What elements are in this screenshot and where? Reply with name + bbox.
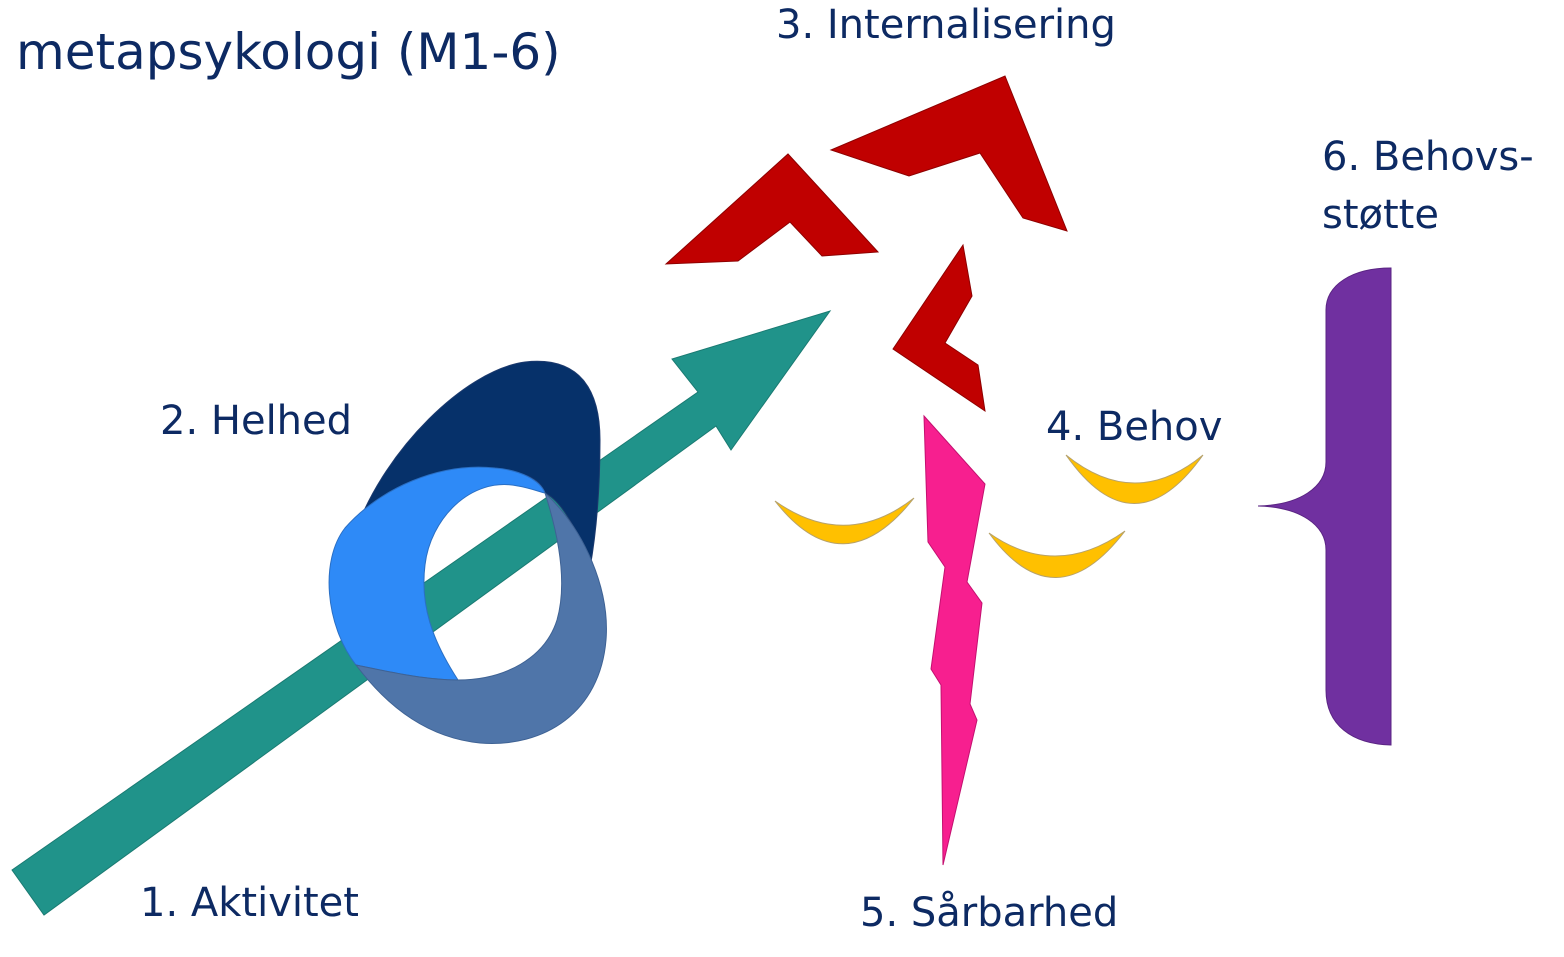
support-brace	[1257, 267, 1392, 746]
ring-mid-segment	[354, 491, 607, 744]
label-behovsstotte-line2: støtte	[1322, 192, 1439, 238]
label-behovsstotte: 6. Behovs- støtte	[1322, 128, 1534, 244]
moon-right	[1065, 454, 1204, 504]
moon-left	[774, 497, 915, 545]
chevron-right	[892, 243, 986, 413]
label-helhed: 2. Helhed	[160, 398, 353, 444]
label-aktivitet: 1. Aktivitet	[140, 880, 359, 926]
label-saarbarhed: 5. Sårbarhed	[860, 890, 1119, 936]
ring-light-segment	[328, 466, 546, 681]
lightning-bolt	[923, 414, 986, 866]
label-internalisering: 3. Internalisering	[776, 2, 1116, 48]
page-title: metapsykologi (M1-6)	[16, 23, 561, 81]
chevron-top	[829, 75, 1068, 232]
label-behovsstotte-line1: 6. Behovs-	[1322, 134, 1534, 180]
chevron-left	[664, 153, 880, 265]
label-behov: 4. Behov	[1046, 404, 1223, 450]
moon-middle	[988, 530, 1126, 578]
